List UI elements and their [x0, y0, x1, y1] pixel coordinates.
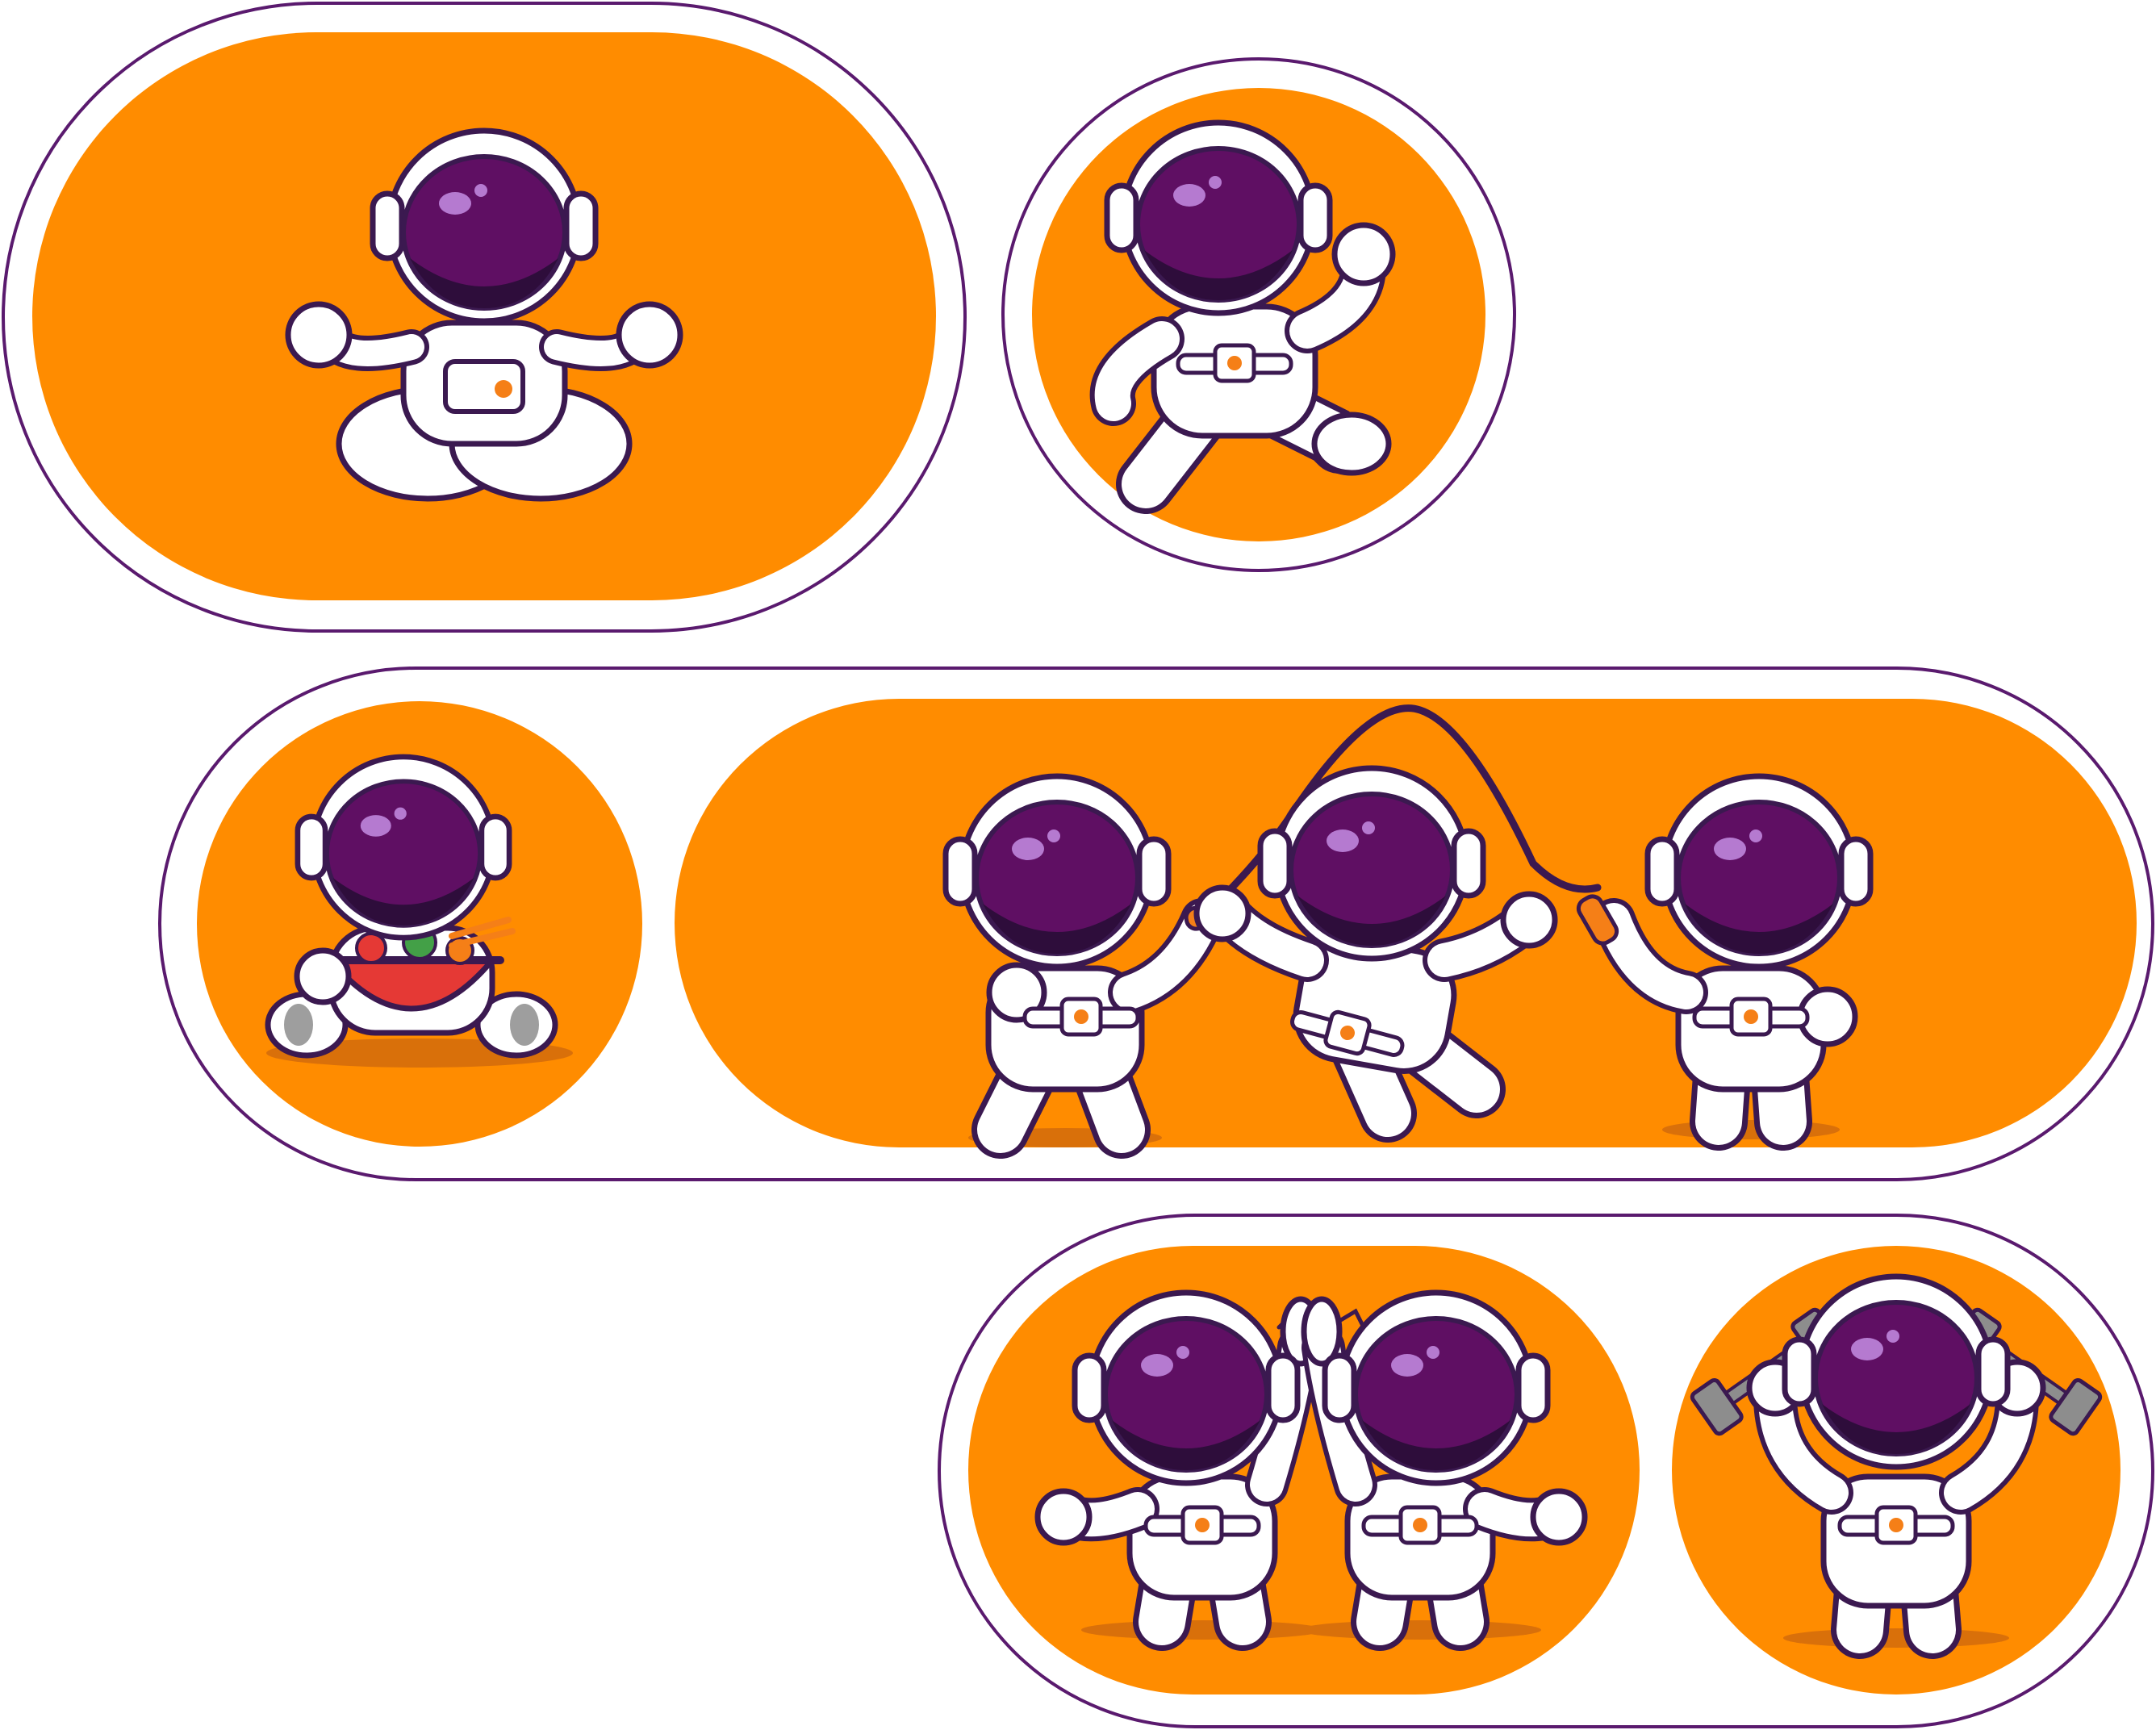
eating-and-jump-rope-sticker [158, 667, 2154, 1181]
high-five-and-dumbbell-sticker [938, 1214, 2154, 1728]
dumbbell-astronaut [1690, 1277, 2103, 1659]
meditating-astronaut-sticker [2, 2, 967, 633]
running-astronaut [1089, 123, 1396, 514]
eating-astronaut [265, 757, 573, 1068]
rope-swinger-right [1576, 776, 1870, 1151]
high-five-astronaut-right [1299, 1293, 1588, 1651]
rope-jumper [1193, 768, 1558, 1143]
meditating-astronaut [285, 131, 683, 502]
running-astronaut-sticker [1001, 57, 1516, 572]
high-five-astronaut-left [1034, 1293, 1323, 1651]
